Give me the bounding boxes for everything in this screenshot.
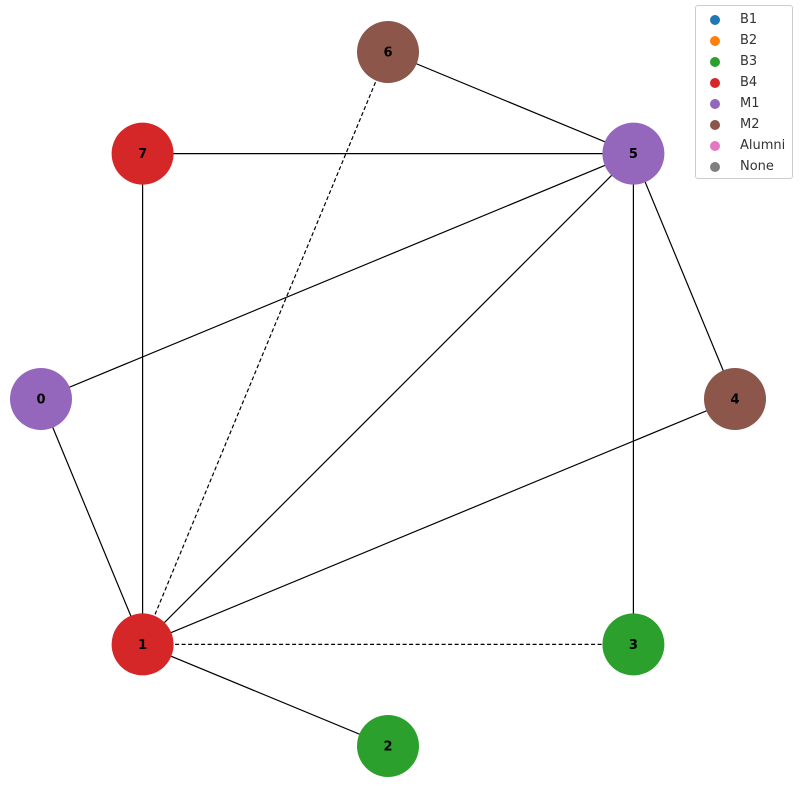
node-6: 6 bbox=[357, 21, 419, 83]
legend-item-b1: B1 bbox=[696, 9, 792, 30]
node-label-2: 2 bbox=[383, 740, 392, 755]
node-circle-5 bbox=[602, 122, 665, 185]
legend-item-b4: B4 bbox=[696, 72, 792, 93]
edge-0-5 bbox=[40, 153, 634, 400]
node-label-1: 1 bbox=[138, 638, 147, 653]
legend-marker-icon bbox=[710, 99, 720, 109]
node-3: 3 bbox=[602, 613, 665, 676]
legend-item-alumni: Alumni bbox=[696, 135, 792, 156]
legend-item-b3: B3 bbox=[696, 51, 792, 72]
legend-label: None bbox=[740, 159, 774, 174]
legend-marker-icon bbox=[710, 57, 720, 67]
edge-1-2 bbox=[142, 643, 389, 747]
legend-label: Alumni bbox=[740, 138, 786, 153]
edge-1-6 bbox=[142, 51, 389, 645]
node-7: 7 bbox=[111, 122, 174, 185]
legend-marker-icon bbox=[710, 162, 720, 172]
legend-marker-icon bbox=[710, 36, 720, 46]
legend-marker-icon bbox=[710, 141, 720, 151]
node-4: 4 bbox=[704, 368, 766, 430]
edge-5-6 bbox=[387, 51, 634, 155]
edge-1-0 bbox=[40, 398, 144, 645]
node-circle-2 bbox=[357, 715, 419, 777]
legend-label: M1 bbox=[740, 96, 760, 111]
node-circle-4 bbox=[704, 368, 766, 430]
legend-item-none: None bbox=[696, 156, 792, 177]
legend-item-m1: M1 bbox=[696, 93, 792, 114]
node-circle-6 bbox=[357, 21, 419, 83]
legend-marker-icon bbox=[710, 15, 720, 25]
node-label-4: 4 bbox=[730, 393, 739, 408]
node-label-6: 6 bbox=[383, 46, 392, 61]
node-0: 0 bbox=[10, 368, 72, 430]
nodes-layer: 0 1 2 3 4 5 6 7 bbox=[10, 21, 766, 777]
node-5: 5 bbox=[602, 122, 665, 185]
legend-label: B3 bbox=[740, 54, 758, 69]
edges-layer bbox=[40, 51, 736, 747]
legend-label: B2 bbox=[740, 33, 758, 48]
node-label-0: 0 bbox=[36, 393, 45, 408]
node-circle-7 bbox=[111, 122, 174, 185]
legend-item-m2: M2 bbox=[696, 114, 792, 135]
node-label-3: 3 bbox=[629, 638, 638, 653]
edge-5-4 bbox=[632, 153, 736, 400]
node-label-5: 5 bbox=[629, 147, 638, 162]
legend-label: M2 bbox=[740, 117, 760, 132]
legend-marker-icon bbox=[710, 78, 720, 88]
node-label-7: 7 bbox=[138, 147, 147, 162]
node-circle-1 bbox=[111, 613, 174, 676]
legend-item-b2: B2 bbox=[696, 30, 792, 51]
node-circle-3 bbox=[602, 613, 665, 676]
edge-1-5 bbox=[142, 153, 634, 645]
node-2: 2 bbox=[357, 715, 419, 777]
edge-1-4 bbox=[142, 398, 736, 645]
legend-label: B1 bbox=[740, 12, 758, 27]
node-circle-0 bbox=[10, 368, 72, 430]
node-1: 1 bbox=[111, 613, 174, 676]
legend-label: B4 bbox=[740, 75, 758, 90]
legend-marker-icon bbox=[710, 120, 720, 130]
